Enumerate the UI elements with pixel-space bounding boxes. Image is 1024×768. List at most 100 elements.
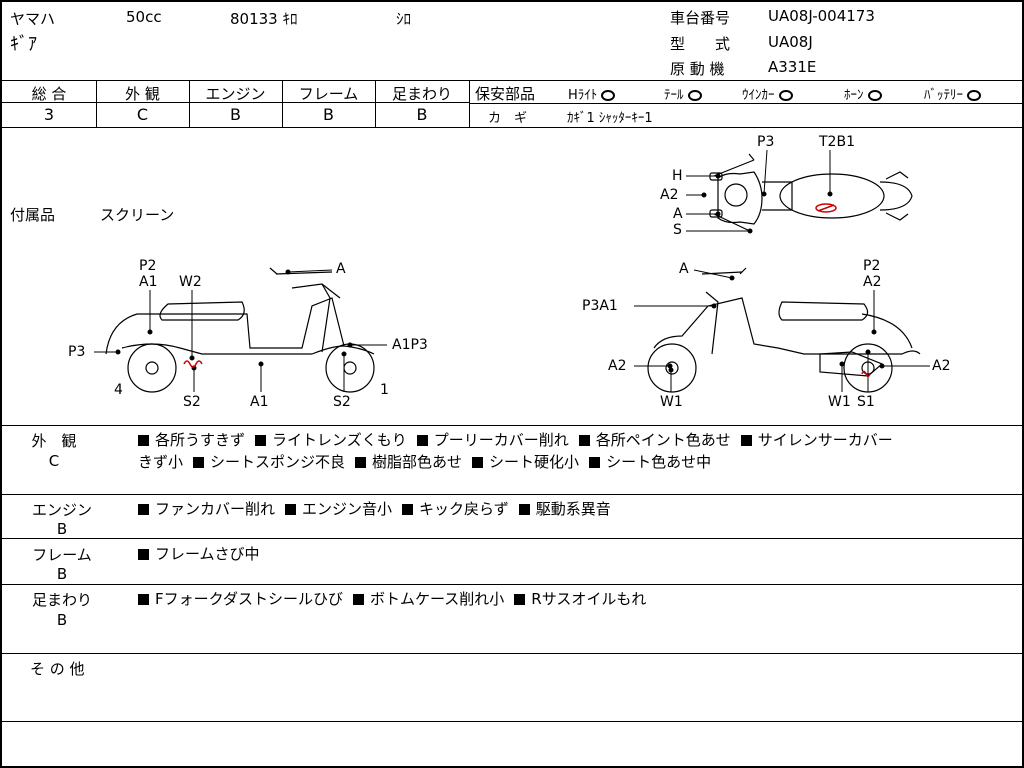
safety-item-horn: ﾎｰﾝ (844, 84, 882, 103)
bullet-square-icon (138, 504, 149, 515)
ok-mark-icon (867, 90, 882, 101)
diagram-label: A (679, 261, 689, 277)
note-item: 樹脂部色あせ (355, 453, 462, 471)
note-item: サイレンサーカバー (740, 431, 893, 449)
note-text: プーリーカバー削れ (433, 431, 569, 449)
diagram-label: P3 (757, 134, 775, 150)
section-grade-exterior: C (48, 452, 60, 470)
bullet-square-icon (740, 435, 752, 446)
divider (2, 102, 469, 103)
note-text: きず小 (138, 453, 184, 471)
engine-label: 原 動 機 (670, 60, 725, 78)
divider (2, 653, 1024, 654)
note-item: 各所うすきず (138, 431, 245, 449)
note-item: きず小 (138, 453, 183, 471)
grade-suspension-value: B (416, 105, 428, 124)
model-name: ｷﾞｱ (10, 34, 37, 55)
note-text: サイレンサーカバー (757, 431, 893, 449)
section-grade-suspension: B (56, 611, 68, 629)
grade-engine-value: B (230, 105, 241, 124)
notes-suspension: Fフォークダストシールひび ボトムケース削れ小 Rサスオイルもれ (138, 588, 1022, 610)
bullet-square-icon (138, 594, 149, 605)
note-text: 各所ペイント色あせ (595, 431, 731, 449)
notes-frame: フレームさび中 (138, 543, 1022, 565)
diagram-label: A (336, 261, 346, 277)
note-text: キック戻らず (419, 500, 509, 518)
divider (2, 494, 1024, 495)
bullet-square-icon (514, 594, 526, 605)
diagram-label: S2 (333, 394, 351, 410)
grade-exterior-value: C (136, 105, 149, 124)
note-text: ファンカバー削れ (155, 500, 276, 518)
accessories-value: スクリーン (100, 206, 175, 224)
diagram-label: P3A1 (582, 298, 618, 314)
note-item: キック戻らず (402, 500, 509, 518)
section-grade-frame: B (56, 565, 68, 583)
diagram-label: P2 (139, 258, 157, 274)
note-text: 各所うすきず (155, 431, 246, 449)
engine-value: A331E (768, 58, 817, 76)
frame-no-value: UA08J-004173 (768, 7, 875, 25)
divider (2, 584, 1024, 585)
divider (96, 80, 97, 127)
type-value: UA08J (768, 33, 813, 51)
diagram-label: W2 (179, 274, 202, 290)
note-item: Fフォークダストシールひび (138, 590, 343, 608)
note-item: Rサスオイルもれ (514, 590, 646, 608)
diagram-label: A (673, 206, 683, 222)
note-text: シート色あせ中 (606, 453, 712, 471)
note-item: シートスポンジ不良 (193, 453, 345, 471)
safety-parts-title: 保安部品 (475, 85, 536, 103)
bullet-square-icon (353, 594, 365, 605)
damage-marks (183, 203, 871, 378)
notes-engine: ファンカバー削れエンジン音小キック戻らず駆動系異音 (138, 498, 1022, 520)
bullet-square-icon (578, 435, 590, 446)
diagram-label: S1 (857, 394, 875, 410)
divider (2, 127, 1024, 128)
note-text: フレームさび中 (155, 545, 260, 563)
displacement: 50cc (126, 8, 162, 26)
ok-mark-icon (778, 90, 793, 101)
mileage: 80133 ｷﾛ (230, 10, 298, 28)
notes-exterior: 各所うすきずライトレンズくもり プーリーカバー削れ 各所ペイント色あせ サイレンサーカ… (138, 429, 1022, 473)
diagram-label: A1 (139, 274, 158, 290)
grade-overall-value: 3 (43, 105, 55, 124)
note-item: プーリーカバー削れ (416, 431, 569, 449)
bullet-square-icon (138, 435, 149, 446)
diagram-label: A1P3 (392, 337, 428, 353)
safety-item-winker: ｳｲﾝｶｰ (742, 84, 793, 103)
note-line: 各所うすきずライトレンズくもり プーリーカバー削れ 各所ペイント色あせ サイレンサーカ… (138, 429, 1022, 451)
safety-item-battery: ﾊﾞｯﾃﾘｰ (924, 84, 981, 103)
body-color: ｼﾛ (396, 10, 412, 28)
note-text: ボトムケース削れ小 (370, 590, 505, 608)
grade-frame-value: B (323, 105, 334, 124)
note-text: シート硬化小 (489, 453, 580, 471)
diagram-label: S (673, 222, 682, 238)
safety-item-headlight: Hﾗｲﾄ (568, 84, 616, 103)
diagram-label: P2 (863, 258, 881, 274)
grade-exterior-label: 外 観 (125, 85, 160, 103)
bullet-square-icon (518, 504, 530, 515)
note-text: 樹脂部色あせ (372, 453, 463, 471)
note-line: きず小シートスポンジ不良 樹脂部色あせ シート硬化小 シート色あせ中 (138, 451, 1022, 473)
maker: ヤマハ (10, 10, 56, 28)
key-label: カ ギ (488, 111, 528, 126)
diagram-label: A2 (863, 274, 882, 290)
note-item: ライトレンズくもり (255, 431, 407, 449)
divider (375, 80, 376, 127)
section-label-frame: フレーム (32, 546, 92, 564)
divider (2, 538, 1024, 539)
scooter-top-view (709, 153, 913, 233)
bullet-square-icon (138, 549, 149, 560)
diagram-label: W1 (828, 394, 851, 410)
diagram-label: A1 (250, 394, 269, 410)
diagram-label: A2 (608, 358, 627, 374)
note-item: シート色あせ中 (589, 453, 711, 471)
note-item: エンジン音小 (285, 500, 392, 518)
safety-item-taillight: ﾃｰﾙ (664, 84, 702, 103)
note-text: エンジン音小 (302, 500, 393, 518)
bullet-square-icon (589, 457, 601, 468)
note-item: フレームさび中 (138, 545, 260, 563)
section-label-suspension: 足まわり (31, 591, 92, 609)
